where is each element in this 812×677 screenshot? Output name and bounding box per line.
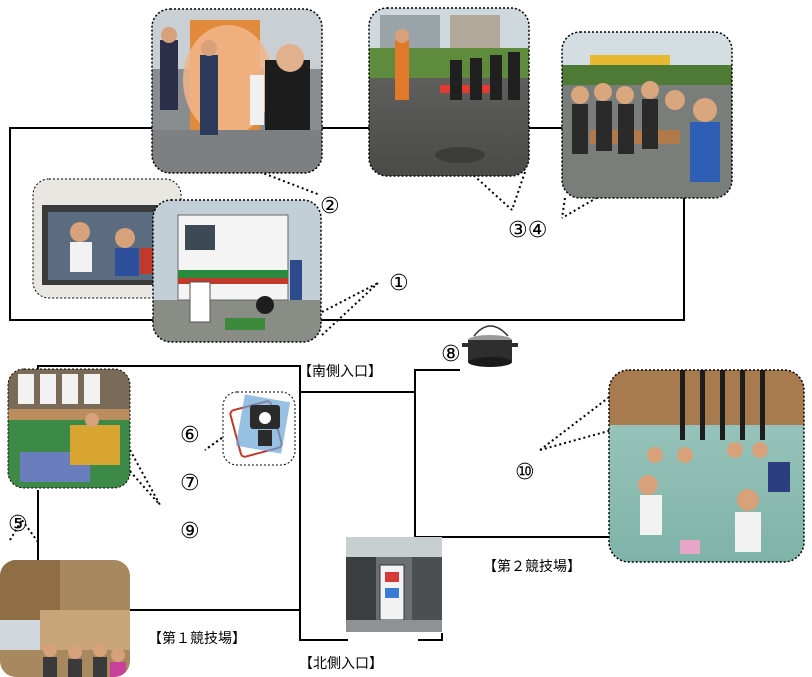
photo-stacked-boxes-children bbox=[0, 560, 130, 677]
photo-smoke-room-truck bbox=[32, 178, 182, 299]
photo-children-table bbox=[561, 31, 733, 199]
marker-3-4: ③④ bbox=[508, 218, 548, 243]
north-entrance-label: 【北側入口】 bbox=[299, 656, 383, 672]
south-entrance-label: 【南側入口】 bbox=[298, 364, 382, 380]
building-outline bbox=[37, 365, 609, 641]
photo-smoke-tent bbox=[151, 8, 323, 174]
gym1-label: 【第１競技場】 bbox=[148, 631, 246, 647]
gym2-label: 【第２競技場】 bbox=[483, 559, 581, 575]
photo-gym1-stage-mat bbox=[7, 368, 131, 489]
marker-7: ⑦ bbox=[180, 471, 200, 496]
photo-camera-illustration bbox=[222, 391, 296, 466]
marker-2: ② bbox=[320, 194, 340, 219]
callout-lines bbox=[9, 169, 613, 543]
marker-10: ⑩ bbox=[515, 460, 535, 485]
marker-8: ⑧ bbox=[441, 342, 461, 367]
photo-fire-hose-targets bbox=[368, 7, 530, 177]
marker-1: ① bbox=[389, 271, 409, 296]
photo-cooking-pot bbox=[462, 325, 518, 367]
marker-5: ⑤ bbox=[8, 512, 28, 537]
top-route-line bbox=[9, 127, 685, 321]
marker-6: ⑥ bbox=[180, 423, 200, 448]
photo-fire-education-truck bbox=[152, 199, 322, 343]
marker-9: ⑨ bbox=[180, 519, 200, 544]
photo-north-entrance-sign bbox=[346, 537, 442, 632]
photo-gym2-children-seated bbox=[608, 369, 805, 563]
